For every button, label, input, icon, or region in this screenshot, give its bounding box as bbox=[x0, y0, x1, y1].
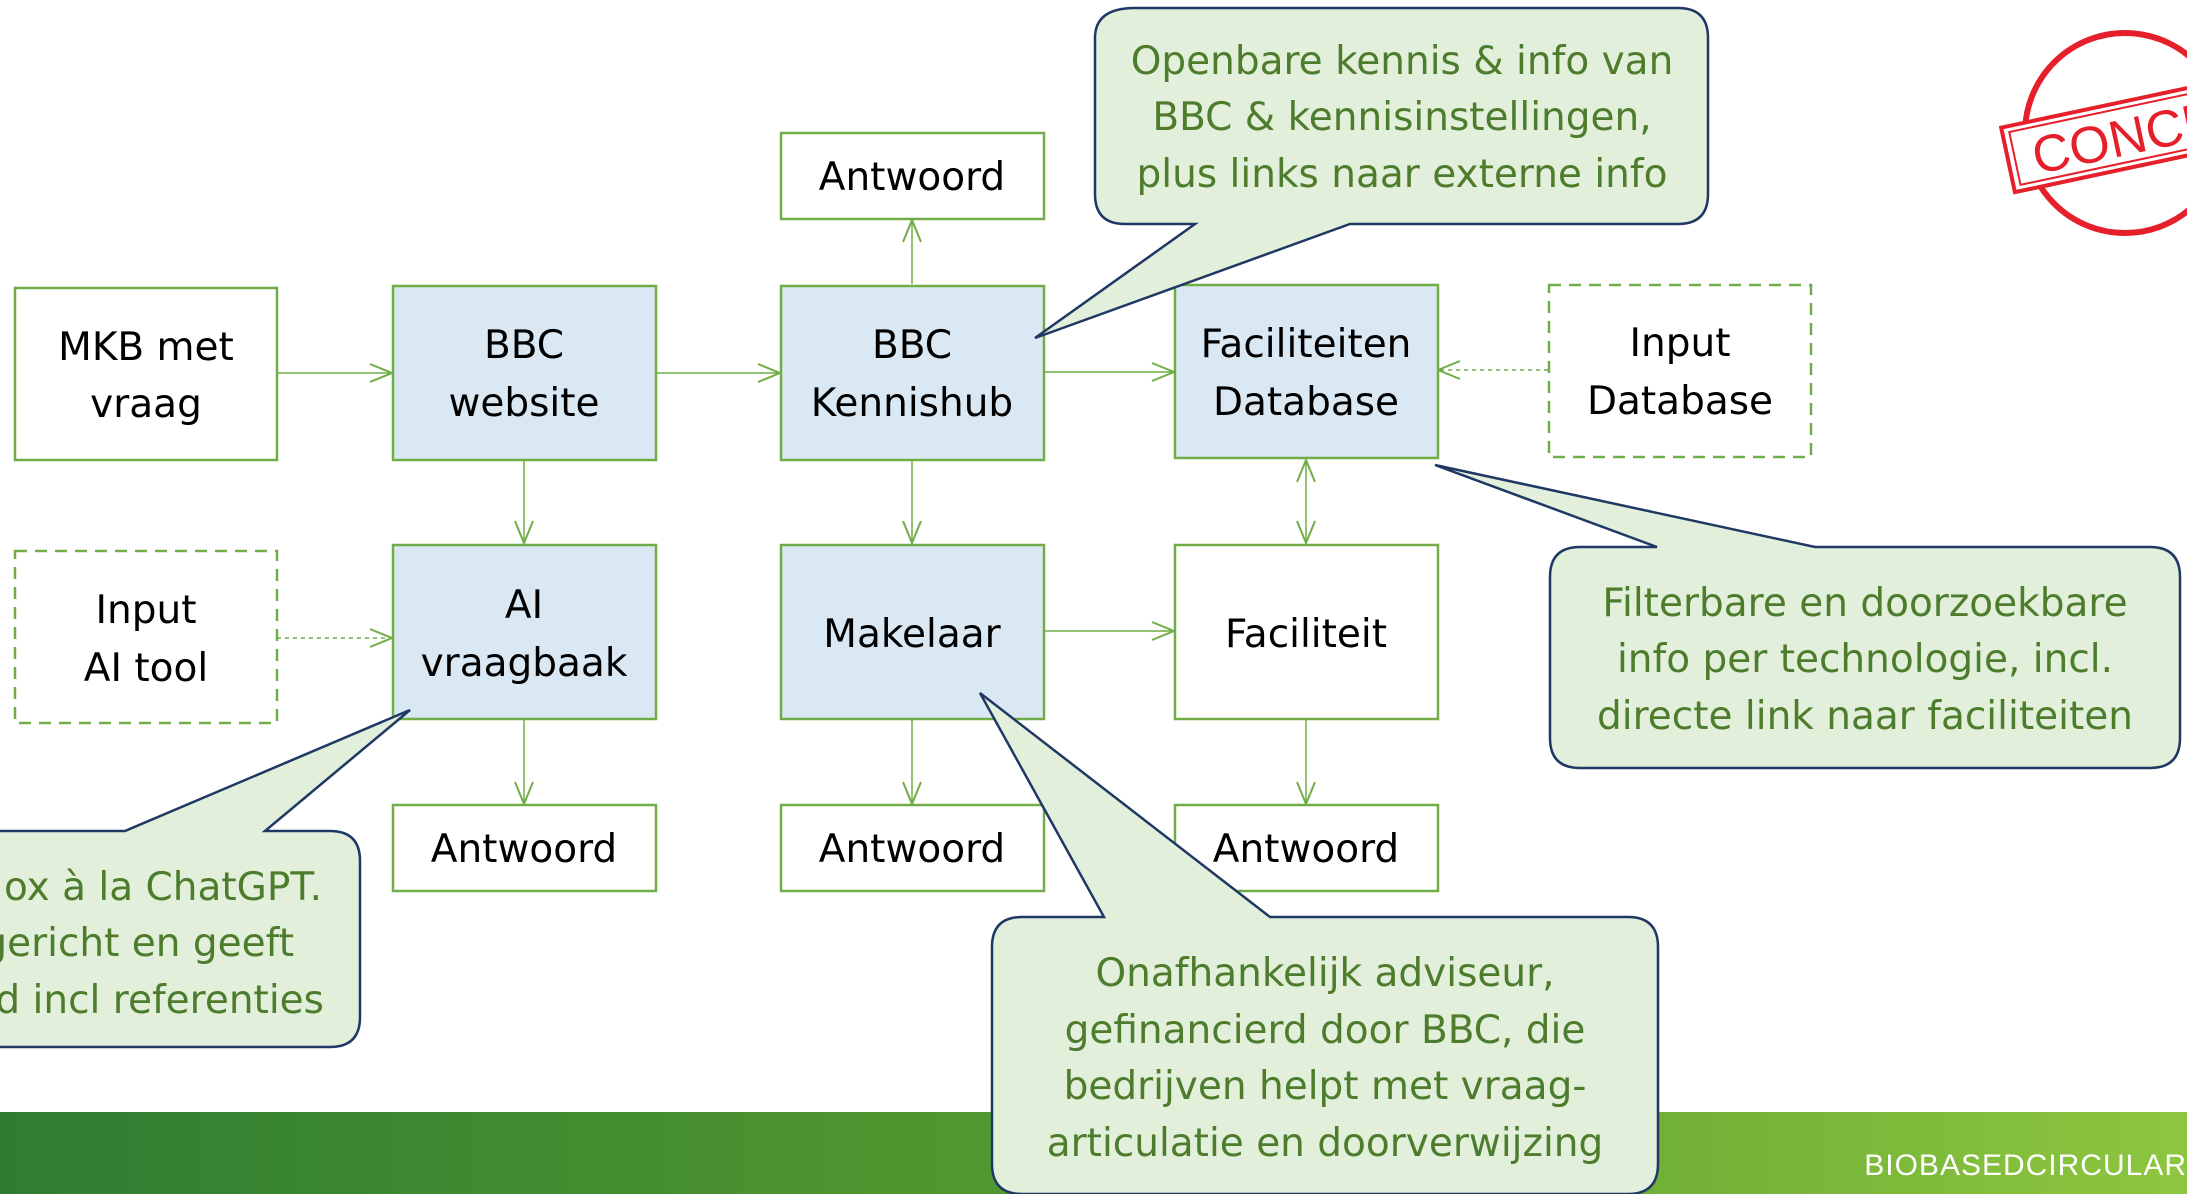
svg-text:website: website bbox=[448, 381, 599, 426]
svg-text:AI tool: AI tool bbox=[84, 646, 208, 691]
svg-text:bedrijven helpt met vraag-: bedrijven helpt met vraag- bbox=[1064, 1064, 1587, 1109]
svg-text:BBC & kennisinstellingen,: BBC & kennisinstellingen, bbox=[1152, 95, 1651, 140]
footer-brand-text: BIOBASEDCIRCULAR bbox=[1864, 1149, 2187, 1182]
node-ai-vraagbaak: AI vraagbaak bbox=[391, 543, 658, 721]
svg-text:BBC: BBC bbox=[484, 323, 564, 368]
node-antwoord-makelaar: Antwoord bbox=[779, 803, 1046, 893]
svg-text:vraagbaak: vraagbaak bbox=[421, 641, 628, 686]
svg-text:Input: Input bbox=[1630, 321, 1731, 366]
svg-text:Makelaar: Makelaar bbox=[823, 612, 1001, 657]
concept-stamp: CONCEPT bbox=[1998, 30, 2187, 236]
svg-text:Input: Input bbox=[96, 588, 197, 633]
node-bbc-kennishub: BBC Kennishub bbox=[779, 284, 1046, 462]
node-input-database: Input Database bbox=[1547, 283, 1813, 459]
callout-kennishub: Openbare kennis & info van BBC & kennisi… bbox=[1034, 6, 1710, 340]
callout-makelaar: Onafhankelijk adviseur, gefinancierd doo… bbox=[978, 692, 1660, 1194]
svg-text:Onafhankelijk adviseur,: Onafhankelijk adviseur, bbox=[1095, 951, 1554, 996]
svg-text:Antwoord: Antwoord bbox=[819, 155, 1005, 200]
node-mkb-met-vraag: MKB met vraag bbox=[13, 286, 279, 462]
svg-text:vraag: vraag bbox=[90, 382, 202, 427]
svg-text:articulatie en doorverwijzing: articulatie en doorverwijzing bbox=[1047, 1121, 1604, 1166]
svg-text:AI: AI bbox=[505, 583, 543, 628]
svg-text:d incl referenties: d incl referenties bbox=[0, 978, 324, 1023]
node-antwoord-ai: Antwoord bbox=[391, 803, 658, 893]
svg-text:Antwoord: Antwoord bbox=[1213, 827, 1399, 872]
node-faciliteiten-database: Faciliteiten Database bbox=[1173, 283, 1440, 460]
svg-text:Faciliteit: Faciliteit bbox=[1225, 612, 1387, 657]
svg-text:Database: Database bbox=[1587, 379, 1773, 424]
svg-text:Faciliteiten: Faciliteiten bbox=[1201, 322, 1412, 367]
svg-text:Antwoord: Antwoord bbox=[819, 827, 1005, 872]
svg-text:Openbare kennis & info van: Openbare kennis & info van bbox=[1131, 39, 1674, 84]
node-antwoord-kennishub: Antwoord bbox=[779, 131, 1046, 221]
svg-text:MKB met: MKB met bbox=[58, 325, 234, 370]
node-bbc-website: BBC website bbox=[391, 284, 658, 462]
node-faciliteit: Faciliteit bbox=[1173, 543, 1440, 721]
svg-text:Kennishub: Kennishub bbox=[811, 381, 1013, 426]
svg-text:Antwoord: Antwoord bbox=[431, 827, 617, 872]
svg-text:ox à la ChatGPT.: ox à la ChatGPT. bbox=[4, 865, 322, 910]
svg-text:BBC: BBC bbox=[872, 323, 952, 368]
svg-text:Filterbare en doorzoekbare: Filterbare en doorzoekbare bbox=[1602, 581, 2127, 626]
svg-text:Database: Database bbox=[1213, 380, 1399, 425]
svg-text:plus links naar externe info: plus links naar externe info bbox=[1137, 152, 1668, 197]
node-makelaar: Makelaar bbox=[779, 543, 1046, 721]
svg-text:info per technologie, incl.: info per technologie, incl. bbox=[1617, 637, 2113, 682]
node-input-ai-tool: Input AI tool bbox=[13, 549, 279, 725]
connectors bbox=[277, 220, 1548, 804]
svg-text:directe link naar faciliteiten: directe link naar faciliteiten bbox=[1597, 694, 2133, 739]
svg-text:gericht en geeft: gericht en geeft bbox=[0, 921, 294, 966]
callout-database: Filterbare en doorzoekbare info per tech… bbox=[1434, 463, 2182, 770]
callout-ai-vraagbaak: ox à la ChatGPT. gericht en geeft d incl… bbox=[0, 708, 411, 1049]
svg-text:gefinancierd door BBC, die: gefinancierd door BBC, die bbox=[1065, 1008, 1586, 1053]
